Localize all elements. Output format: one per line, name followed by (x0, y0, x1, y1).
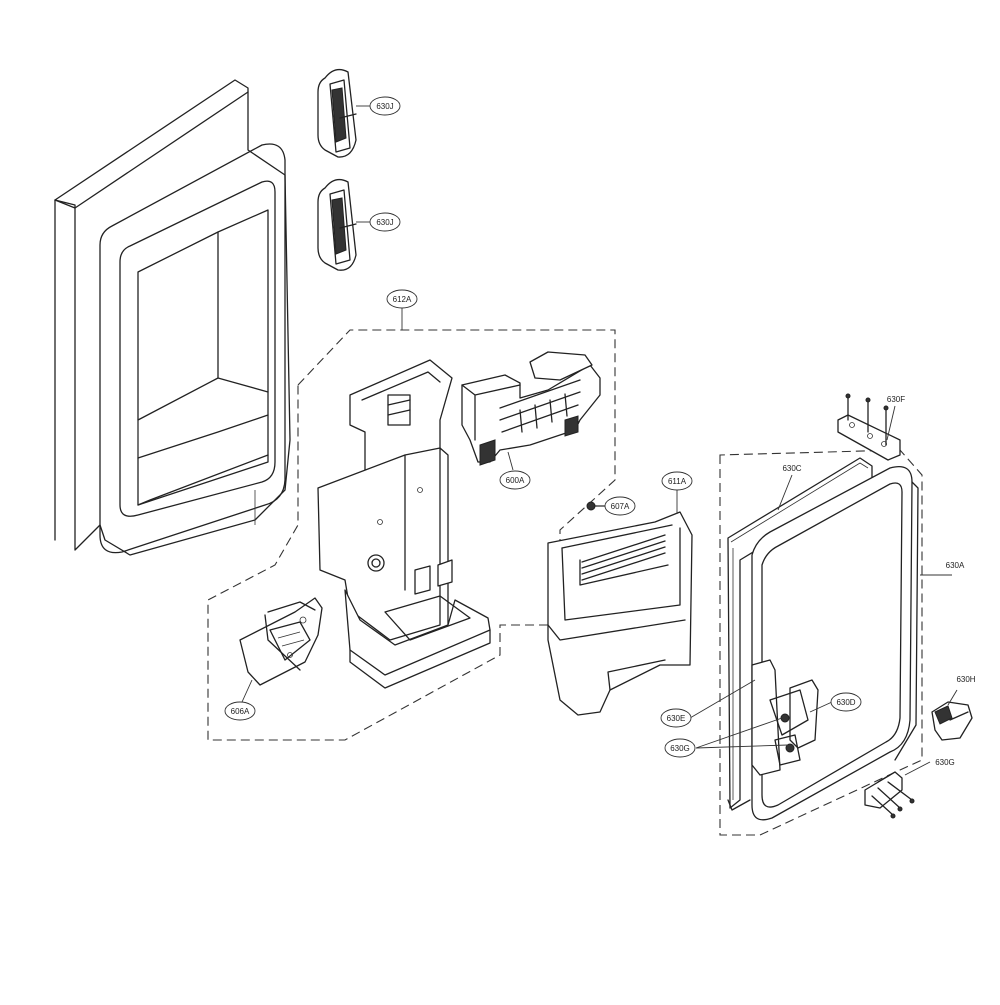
label-630C: 630C (782, 464, 801, 473)
assembly-612A-boundary (207, 329, 616, 741)
label-630J-top: 630J (376, 102, 393, 111)
label-600A: 600A (506, 476, 525, 485)
dispenser-door-630A (727, 457, 919, 821)
assembly-630-boundary (719, 449, 923, 836)
label-630H: 630H (956, 675, 975, 684)
clip-630J-bottom (317, 178, 357, 271)
hinge-plate-630F (837, 393, 901, 461)
door-panel (54, 79, 291, 556)
dispenser-housing-612A (317, 359, 491, 689)
latch-630H (931, 701, 973, 741)
part-labels: 630J 630J 612A 600A 607A 611A 606A 630F … (224, 96, 976, 767)
label-630A: 630A (946, 561, 965, 570)
label-607A: 607A (611, 502, 630, 511)
screw-607A (586, 501, 606, 511)
duct-cover-611A (547, 511, 693, 716)
bracket-606A (239, 597, 323, 686)
label-611A: 611A (668, 477, 687, 486)
leader-lines (241, 105, 958, 776)
ice-maker-600A (461, 351, 601, 466)
clip-630J-top (317, 68, 357, 158)
label-630F: 630F (887, 395, 905, 404)
label-612A: 612A (393, 295, 412, 304)
hinge-630G (864, 771, 915, 819)
label-606A: 606A (231, 707, 250, 716)
label-630E: 630E (667, 714, 686, 723)
label-630D: 630D (836, 698, 855, 707)
label-630G-right: 630G (935, 758, 955, 767)
label-630J-bottom: 630J (376, 218, 393, 227)
label-630G-left: 630G (670, 744, 690, 753)
